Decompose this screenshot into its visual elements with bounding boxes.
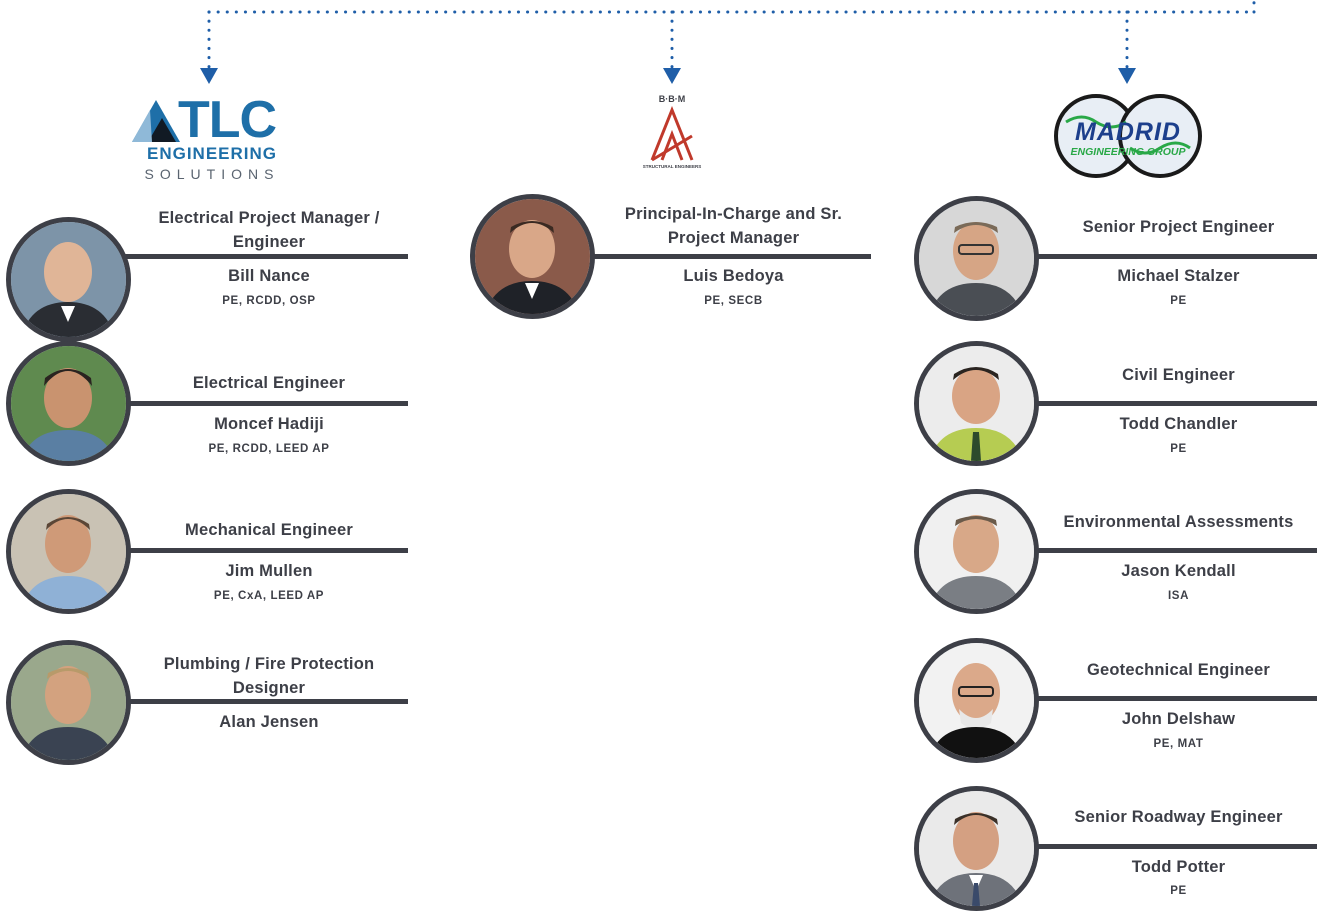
- divider-line: [125, 401, 408, 406]
- member-name: Alan Jensen: [219, 713, 319, 731]
- divider-line: [125, 548, 408, 553]
- avatar-photo: [470, 194, 595, 319]
- divider-line: [1035, 696, 1317, 701]
- role-title: Electrical Engineer: [192, 374, 346, 392]
- tlc-logo-icon: [132, 100, 180, 142]
- member-credentials: PE, RCDD, LEED AP: [208, 443, 330, 455]
- member-name: Jim Mullen: [225, 562, 313, 580]
- role-title: Senior Project Engineer: [1082, 218, 1275, 236]
- divider-line: [125, 699, 408, 704]
- role-title: Geotechnical Engineer: [1086, 661, 1270, 679]
- connector-lines: [200, 0, 1256, 84]
- arrow-bbm-icon: [663, 68, 681, 84]
- bbm-logo-icon: [650, 106, 694, 162]
- divider-line: [125, 254, 408, 259]
- member-credentials: PE: [1170, 295, 1187, 307]
- tlc-logo-line3: SOLUTIONS: [144, 166, 280, 182]
- avatar-photo: [914, 638, 1039, 763]
- bbm-logo-bottom: STRUCTURAL ENGINEERS: [642, 164, 702, 169]
- member-name: Luis Bedoya: [683, 267, 784, 285]
- role-title: Civil Engineer: [1122, 366, 1235, 384]
- bbm-logo: B·B·M STRUCTURAL ENGINEERS: [632, 94, 712, 176]
- divider-line: [1035, 401, 1317, 406]
- member-credentials: PE, RCDD, OSP: [222, 295, 316, 307]
- divider-line: [590, 254, 871, 259]
- member-credentials: PE, SECB: [704, 295, 763, 307]
- role-title: Senior Roadway Engineer: [1074, 808, 1283, 826]
- avatar-photo: [6, 640, 131, 765]
- tlc-logo-line2: ENGINEERING: [146, 144, 278, 163]
- role-title: Plumbing / Fire Protection Designer: [163, 655, 375, 697]
- member-credentials: PE, MAT: [1153, 738, 1204, 750]
- member-credentials: PE, CxA, LEED AP: [213, 590, 325, 602]
- member-name: Jason Kendall: [1121, 562, 1236, 580]
- arrow-madrid-icon: [1118, 68, 1136, 84]
- madrid-logo-sub: ENGINEERING GROUP: [1070, 146, 1186, 158]
- madrid-engineering-logo: MADRID ENGINEERING GROUP: [1052, 92, 1204, 180]
- member-credentials: ISA: [1168, 590, 1189, 602]
- avatar-photo: [914, 341, 1039, 466]
- divider-line: [1035, 254, 1317, 259]
- arrow-tlc-icon: [200, 68, 218, 84]
- avatar-photo: [6, 341, 131, 466]
- member-name: Bill Nance: [228, 267, 310, 285]
- avatar-photo: [914, 786, 1039, 911]
- avatar-photo: [914, 489, 1039, 614]
- bbm-logo-top: B·B·M: [658, 94, 686, 104]
- role-title: Electrical Project Manager / Engineer: [158, 209, 380, 251]
- avatar-photo: [914, 196, 1039, 321]
- avatar-photo: [6, 217, 131, 342]
- member-credentials: PE: [1170, 885, 1187, 897]
- role-title: Environmental Assessments: [1063, 513, 1294, 531]
- member-credentials: PE: [1170, 443, 1187, 455]
- member-name: Todd Chandler: [1119, 415, 1238, 433]
- tlc-engineering-logo: TLC ENGINEERING SOLUTIONS: [128, 94, 293, 186]
- member-name: John Delshaw: [1121, 710, 1236, 728]
- member-name: Todd Potter: [1131, 858, 1226, 876]
- member-name: Michael Stalzer: [1117, 267, 1240, 285]
- madrid-globe-icon: [1054, 94, 1202, 178]
- divider-line: [1035, 548, 1317, 553]
- madrid-logo-text: MADRID: [1075, 118, 1181, 146]
- divider-line: [1035, 844, 1317, 849]
- member-name: Moncef Hadiji: [214, 415, 324, 433]
- avatar-photo: [6, 489, 131, 614]
- role-title: Mechanical Engineer: [185, 521, 353, 539]
- tlc-logo-text: TLC: [178, 91, 277, 149]
- role-title: Principal-In-Charge and Sr. Project Mana…: [624, 205, 843, 247]
